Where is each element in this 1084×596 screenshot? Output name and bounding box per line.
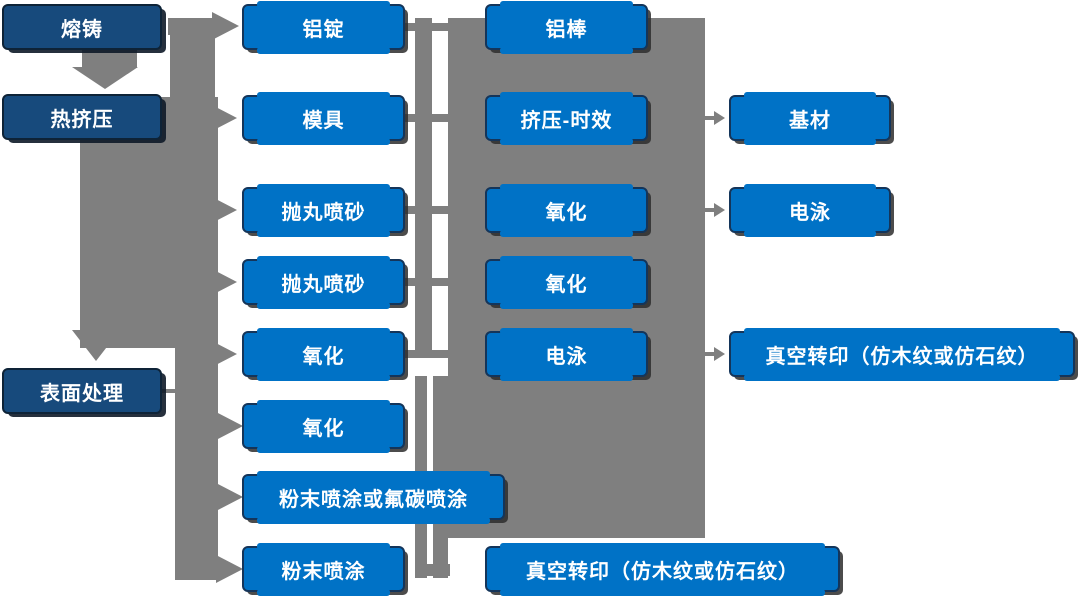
connector-line-to-substrate — [705, 116, 715, 120]
connector-left-band-lower — [175, 348, 218, 580]
node-electrophoresis-2: 电泳 — [729, 184, 891, 237]
connector-tick-row1 — [405, 23, 448, 31]
arrowhead-to-surface-treatment — [72, 330, 120, 361]
arrowhead-to-powder-coating — [216, 555, 243, 583]
arrowhead-to-shot-blasting-1 — [210, 196, 237, 224]
connector-tick-row5 — [405, 350, 448, 358]
connector-mid-trunk — [415, 18, 432, 358]
node-vacuum-transfer-print-1: 真空转印（仿木纹或仿石纹） — [485, 543, 840, 596]
arrowhead-to-electrophoresis — [714, 203, 725, 217]
arrowhead-to-substrate — [714, 111, 725, 125]
arrowhead-to-aluminum-ingot — [212, 12, 239, 40]
node-vacuum-transfer-print-2: 真空转印（仿木纹或仿石纹） — [729, 328, 1075, 381]
node-oxidation-3: 氧化 — [485, 184, 648, 237]
connector-to-vacuum-print-bottom — [427, 564, 450, 576]
arrowhead-to-mold — [210, 104, 237, 132]
node-hot-extrusion: 热挤压 — [2, 94, 162, 140]
node-shot-blasting-1: 抛丸喷砂 — [242, 184, 405, 237]
node-aluminum-ingot: 铝锭 — [242, 1, 405, 54]
connector-tick-row4 — [405, 278, 448, 286]
arrowhead-to-oxidation-2 — [216, 412, 243, 440]
node-mold: 模具 — [242, 92, 405, 145]
node-powder-coating: 粉末喷涂 — [242, 543, 405, 596]
node-extrusion-aging: 挤压-时效 — [485, 92, 648, 145]
node-oxidation-1: 氧化 — [242, 328, 405, 381]
node-oxidation-4: 氧化 — [485, 256, 648, 309]
node-surface-treatment: 表面处理 — [2, 368, 162, 414]
connector-tick-row3 — [405, 206, 448, 214]
connector-surface-treatment-link — [162, 389, 178, 393]
node-oxidation-2: 氧化 — [242, 400, 405, 453]
node-melting-casting: 熔铸 — [2, 4, 162, 50]
node-aluminum-rod: 铝棒 — [485, 1, 648, 54]
arrowhead-to-powder-fluorocarbon — [216, 483, 243, 511]
node-substrate: 基材 — [729, 92, 891, 145]
connector-line-to-electrophoresis — [705, 208, 715, 212]
arrowhead-to-vacuum-print — [714, 347, 725, 361]
arrowhead-to-shot-blasting-2 — [210, 268, 237, 296]
connector-tick-row2 — [405, 114, 448, 122]
connector-casting-down-stub — [82, 49, 137, 68]
node-electrophoresis-1: 电泳 — [485, 328, 648, 381]
arrowhead-to-oxidation-1 — [210, 340, 237, 368]
node-shot-blasting-2: 抛丸喷砂 — [242, 256, 405, 309]
connector-left-trunk-top — [170, 18, 215, 98]
node-powder-or-fluorocarbon-coating: 粉末喷涂或氟碳喷涂 — [242, 471, 505, 524]
arrowhead-to-hot-extrusion — [72, 67, 138, 89]
connector-line-to-vacuum-print — [705, 352, 715, 356]
